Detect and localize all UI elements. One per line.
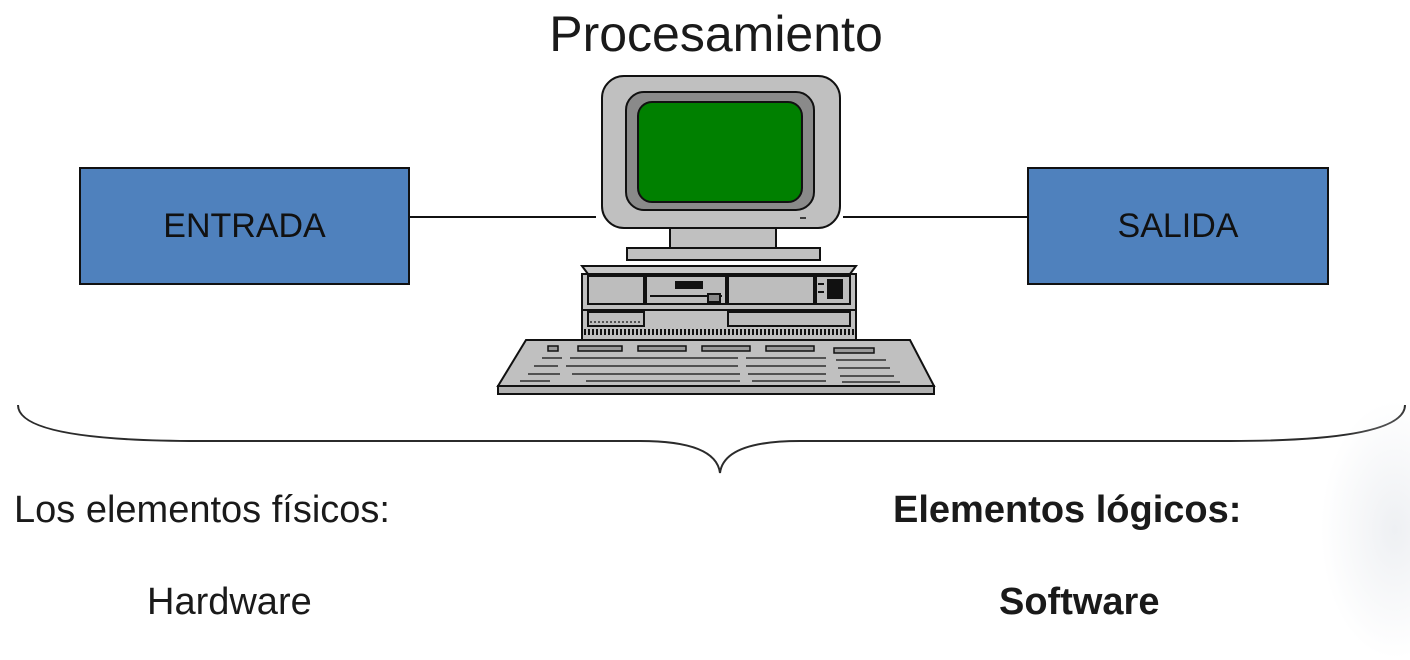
hardware-label: Hardware	[147, 581, 312, 623]
desktop-computer-icon	[496, 75, 936, 395]
software-label: Software	[999, 581, 1160, 623]
output-box: SALIDA	[1027, 167, 1329, 285]
diagram-title: Procesamiento	[549, 6, 883, 62]
logical-elements-label: Elementos lógicos:	[893, 489, 1242, 531]
output-box-label: SALIDA	[1117, 206, 1239, 245]
grouping-brace	[17, 404, 1406, 474]
input-box: ENTRADA	[79, 167, 410, 285]
connector-input	[410, 216, 596, 218]
diagram-canvas: Procesamiento ENTRADA SALIDA	[14, 6, 1410, 660]
input-box-label: ENTRADA	[163, 206, 326, 245]
connector-output	[843, 216, 1027, 218]
physical-elements-label: Los elementos físicos:	[14, 489, 390, 531]
